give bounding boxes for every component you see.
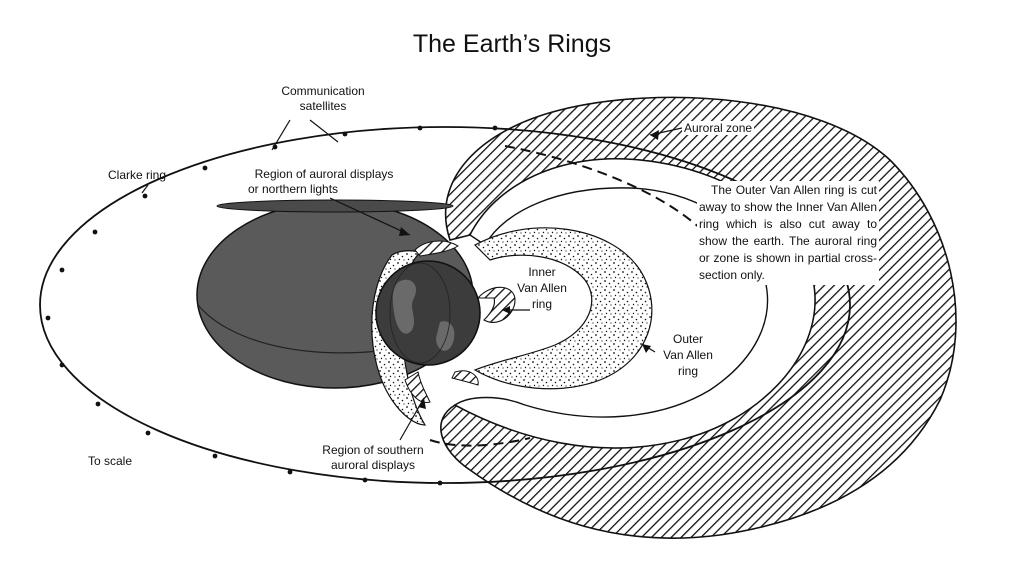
label-northern-line1: Region of auroral displays [254, 167, 394, 181]
earth-globe [375, 260, 481, 366]
inner-belt-hatch-left [404, 371, 431, 404]
auroral-dashed-line-lower [429, 437, 531, 447]
label-communication-line2: satellites [299, 99, 347, 113]
label-outer-van-allen: Outer Van Allen ring [658, 331, 718, 379]
satellite-dots [45, 125, 498, 486]
inner-belt-stipple-right [473, 227, 653, 390]
arrowheads [399, 130, 659, 409]
label-southern-auroral: Region of southern auroral displays [308, 443, 438, 473]
label-outer-line2: Van Allen [663, 348, 713, 362]
label-clarke-ring: Clarke ring [108, 168, 167, 182]
label-outer-line3: ring [677, 364, 698, 378]
label-northern-line2: or northern lights [248, 182, 339, 196]
label-auroral-zone: Auroral zone [682, 121, 755, 136]
inner-van-allen-hatch [476, 286, 516, 323]
clarke-ring [39, 126, 851, 484]
label-northern-lights: Region of auroral displays or northern l… [244, 167, 404, 197]
label-outer-line1: Outer [672, 332, 703, 346]
auroral-zone-hatched-shell [440, 96, 957, 539]
label-inner-van-allen: Inner Van Allen ring [512, 264, 572, 312]
label-inner-line2: Van Allen [517, 281, 567, 295]
caption-box: The Outer Van Allen ring is cut away to … [697, 181, 879, 285]
label-inner-line1: Inner [528, 265, 556, 279]
page-title: The Earth’s Rings [412, 30, 612, 58]
northern-aurora-cap [414, 240, 459, 257]
label-communication-satellites: Communication satellites [268, 84, 378, 114]
label-inner-line3: ring [531, 297, 552, 311]
label-auroral-zone-text: Auroral zone [682, 121, 755, 135]
label-communication-line1: Communication [281, 84, 365, 98]
label-to-scale: To scale [88, 454, 133, 468]
label-southern-line2: auroral displays [330, 458, 416, 472]
southern-aurora-cap [451, 370, 479, 386]
label-southern-line1: Region of southern [322, 443, 424, 457]
